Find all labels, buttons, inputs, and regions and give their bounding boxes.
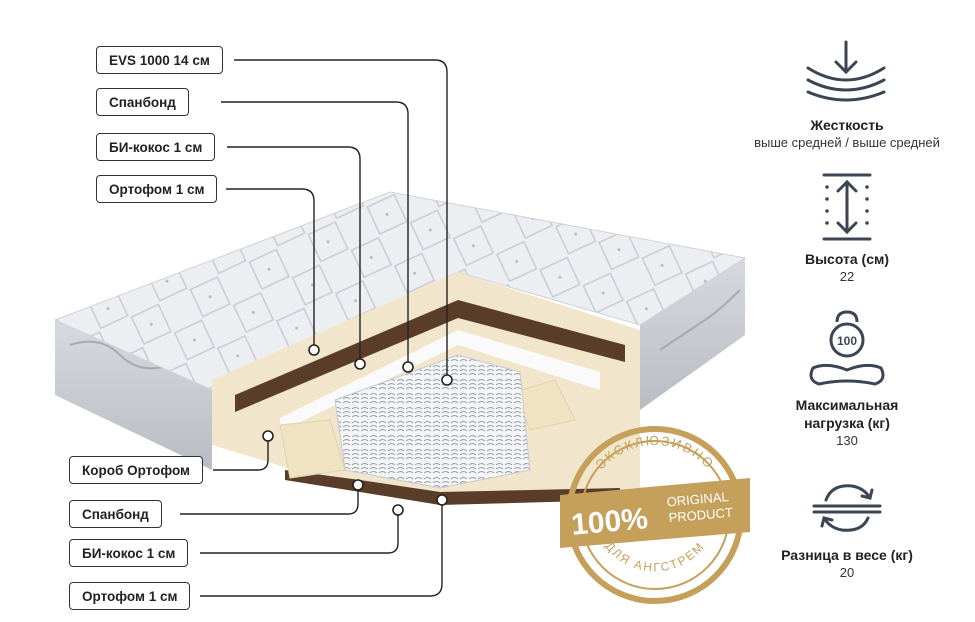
spec-max-load-title-1: Максимальная — [795, 397, 899, 413]
spec-height-title: Высота (см) — [804, 251, 890, 267]
mattress-left-side — [55, 320, 212, 470]
spec-weight-diff-title: Разница в весе (кг) — [781, 547, 913, 563]
layer-label-orthofoam-top: Ортофом 1 см — [96, 175, 218, 203]
spec-height: Высота (см) 22 — [747, 250, 947, 285]
springs-block — [334, 354, 531, 489]
spec-weight-diff-value: 20 — [839, 565, 855, 580]
layer-label-spunbond-top: Спанбонд — [96, 88, 189, 116]
spec-firmness-value: выше средней / выше средней — [754, 135, 940, 150]
rotate-icon — [812, 484, 882, 532]
badge-line2: PRODUCT — [668, 505, 733, 526]
spec-weight-diff: Разница в весе (кг) 20 — [747, 546, 947, 581]
firmness-icon — [806, 40, 886, 102]
original-product-badge: ЭКСКЛЮЗИВНО ДЛЯ АНГСТРЕМ 100% ORIGINAL P… — [560, 426, 750, 604]
mattress-right-side — [640, 258, 745, 410]
spec-height-value: 22 — [839, 269, 855, 284]
layer-label-box-orthofoam: Короб Ортофом — [69, 456, 204, 484]
layer-label-spunbond-bottom: Спанбонд — [69, 500, 162, 528]
spec-max-load-value: 130 — [836, 433, 858, 448]
spec-max-load: Максимальная нагрузка (кг) 130 — [747, 396, 947, 449]
weight-icon: 100 — [809, 310, 885, 386]
spec-firmness: Жесткость выше средней / выше средней — [747, 116, 947, 151]
badge-bottom-text: ДЛЯ АНГСТРЕМ — [603, 539, 708, 575]
spec-max-load-title-2: нагрузка (кг) — [804, 415, 890, 431]
layer-label-orthofoam-bottom: Ортофом 1 см — [69, 582, 191, 610]
badge-percent: 100% — [570, 502, 649, 542]
weight-mark: 100 — [837, 334, 857, 348]
layer-label-coir-bottom: БИ-кокос 1 см — [69, 539, 189, 567]
layer-label-evs: EVS 1000 14 см — [96, 46, 223, 74]
badge-line1: ORIGINAL — [666, 489, 729, 509]
height-icon — [822, 173, 872, 241]
layer-label-coir-top: БИ-кокос 1 см — [96, 133, 216, 161]
spec-firmness-title: Жесткость — [810, 117, 884, 133]
